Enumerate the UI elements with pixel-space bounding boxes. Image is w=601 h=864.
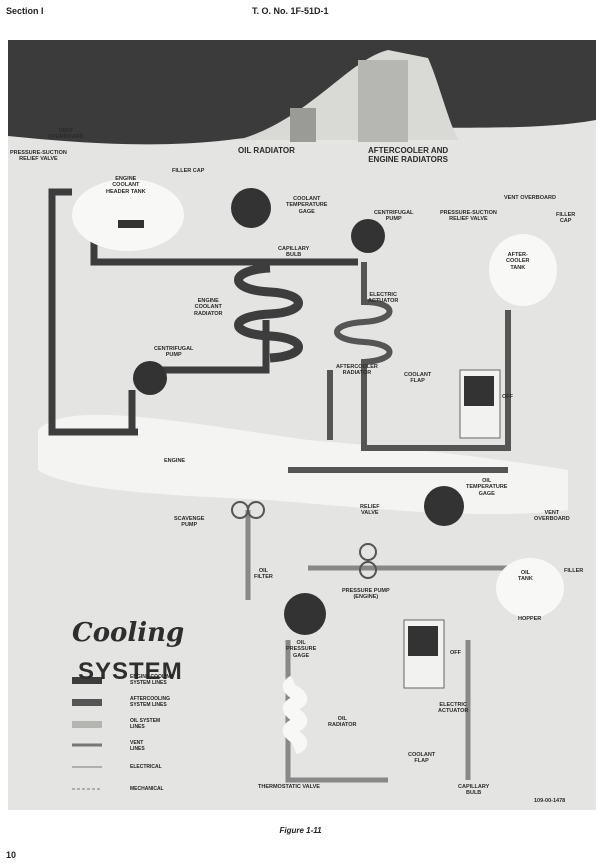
aftercooling-lines xyxy=(288,262,511,473)
legend-engine-swatch xyxy=(72,677,102,684)
label-oil-filter: OIL FILTER xyxy=(254,568,273,581)
label-vent-overboard-3: VENT OVERBOARD xyxy=(534,510,570,523)
legend-label-vent: VENT LINES xyxy=(130,740,145,752)
header-tank xyxy=(72,179,184,251)
figure-title-script: Cooling xyxy=(72,618,185,648)
label-header-tank: ENGINE COOLANT HEADER TANK xyxy=(106,176,146,195)
legend-aftercooling-swatch xyxy=(72,699,102,706)
label-oil-pressure-gage: OIL PRESSURE GAGE xyxy=(286,640,317,659)
label-engine-coolant-radiator: ENGINE COOLANT RADIATOR xyxy=(194,298,223,317)
label-aftercooler-radiator: AFTERCOOLER RADIATOR xyxy=(336,364,378,377)
header-tank-return-line xyxy=(48,188,138,436)
legend-label-oil: OIL SYSTEM LINES xyxy=(130,718,161,730)
pressure-pump-2 xyxy=(359,561,377,579)
label-oil-radiator-top: OIL RADIATOR xyxy=(238,146,295,155)
oil-radiator-coil xyxy=(282,675,308,755)
label-vent-overboard-1: VENT OVERBOARD xyxy=(48,128,84,141)
centrifugal-pump-1 xyxy=(351,219,385,253)
coolant-flap-indicator-1 xyxy=(464,376,494,406)
oil-line-3 xyxy=(285,640,388,783)
label-ref-number: 109-00-1478 xyxy=(534,798,566,804)
label-aftercooler-tank: AFTER- COOLER TANK xyxy=(506,252,530,271)
label-aftercooler-engine-radiators: AFTERCOOLER AND ENGINE RADIATORS xyxy=(368,146,449,165)
label-off-2: OFF xyxy=(450,650,461,656)
label-capillary-bulb-2: CAPILLARY BULB xyxy=(458,784,490,797)
label-capillary-bulb-1: CAPILLARY BULB xyxy=(278,246,310,259)
legend-label-aftercooling: AFTERCOOLING SYSTEM LINES xyxy=(130,696,170,708)
section-header: Section I xyxy=(6,6,44,16)
label-filler-cap-1: FILLER CAP xyxy=(172,168,205,174)
label-filler-cap-2: FILLER CAP xyxy=(556,212,576,225)
legend-label-mechanical: MECHANICAL xyxy=(130,786,164,792)
label-oil-tank: OIL TANK xyxy=(518,570,533,583)
diagram-graphics xyxy=(8,40,596,790)
label-pressure-suction-relief: PRESSURE-SUCTION RELIEF VALVE xyxy=(10,150,67,163)
label-off-1: OFF xyxy=(502,394,513,400)
pressure-pump-1 xyxy=(359,543,377,561)
label-relief-valve: RELIEF VALVE xyxy=(360,504,380,517)
oil-radiator-core-top xyxy=(290,108,316,142)
label-coolant-temp-gage: COOLANT TEMPERATURE GAGE xyxy=(286,196,328,215)
label-pressure-suction-relief-2: PRESSURE-SUCTION RELIEF VALVE xyxy=(440,210,497,223)
label-pressure-pump: PRESSURE PUMP (ENGINE) xyxy=(342,588,390,601)
label-filler: FILLER xyxy=(564,568,584,574)
scavenge-pump-2 xyxy=(247,501,265,519)
label-centrifugal-pump-1: CENTRIFUGAL PUMP xyxy=(374,210,414,223)
page-number: 10 xyxy=(6,850,17,860)
coolant-temp-gage-dial xyxy=(231,188,271,228)
figure-title-block: SYSTEM xyxy=(78,658,183,685)
label-electric-actuator-2: ELECTRIC ACTUATOR xyxy=(438,702,469,715)
legend-label-electrical: ELECTRICAL xyxy=(130,764,162,770)
oil-tank-shape xyxy=(496,558,564,618)
aftercooler-line-1 xyxy=(334,262,511,451)
label-electric-actuator-1: ELECTRIC ACTUATOR xyxy=(368,292,399,305)
coolant-flap-indicator-2 xyxy=(408,626,438,656)
label-coolant-flap-2: COOLANT FLAP xyxy=(408,752,436,765)
label-vent-overboard-2: VENT OVERBOARD xyxy=(504,195,556,201)
label-hopper: HOPPER xyxy=(518,616,542,622)
oil-temp-gage-dial xyxy=(424,486,464,526)
label-oil-temp-gage: OIL TEMPERATURE GAGE xyxy=(466,478,508,497)
legend-label-engine: ENGINE COOLING SYSTEM LINES xyxy=(130,674,174,686)
figure-caption: Figure 1-11 xyxy=(279,826,322,835)
label-oil-radiator: OIL RADIATOR xyxy=(328,716,357,729)
aftercooler-tank-shape xyxy=(489,234,557,306)
oil-pressure-gage-dial xyxy=(284,593,326,635)
engine-coolant-radiator-coil xyxy=(234,263,303,363)
centrifugal-pump-2 xyxy=(133,361,167,395)
cooling-system-diagram: VENT OVERBOARD PRESSURE-SUCTION RELIEF V… xyxy=(8,40,596,810)
label-coolant-flap-1: COOLANT FLAP xyxy=(404,372,432,385)
legend-oil-swatch xyxy=(72,721,102,728)
label-thermostatic-valve: THERMOSTATIC VALVE xyxy=(258,784,320,790)
label-centrifugal-pump-2: CENTRIFUGAL PUMP xyxy=(154,346,194,359)
header-tank-baffle xyxy=(118,220,144,228)
radiator-to-pump-line xyxy=(154,320,270,374)
label-scavenge-pump: SCAVENGE PUMP xyxy=(174,516,205,529)
tech-order-number: T. O. No. 1F-51D-1 xyxy=(252,6,329,16)
label-engine: ENGINE xyxy=(164,458,186,464)
aftercooler-radiator-core-top xyxy=(358,60,408,142)
